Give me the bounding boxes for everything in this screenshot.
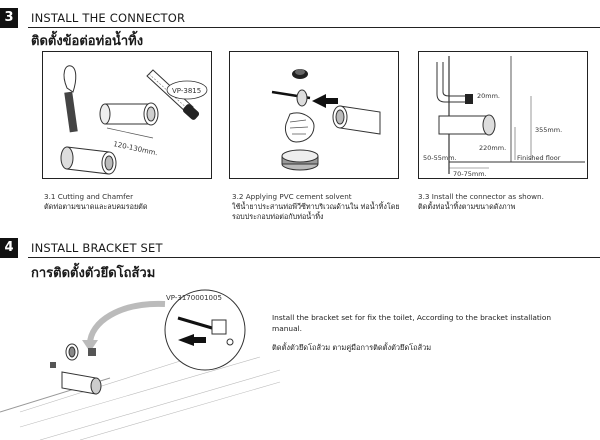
dim-50-label: 50-55mm. [423,154,457,162]
part-label: VP-3170001005 [166,294,222,302]
step-caption-install: 3.3 Install the connector as shown. ติดต… [418,192,598,212]
cement-illustration [271,69,381,171]
pipe-icon [332,105,381,135]
detail-circle [164,289,246,371]
brush-icon [271,89,311,107]
dim-220-label: 220mm. [479,144,506,152]
step-caption-cutting: 3.1 Cutting and Chamfer ตัดท่อตามขนาดและ… [44,192,224,212]
caption-thai: ตัดท่อตามขนาดและลบคมรอยตัด [44,202,148,211]
cutting-illustration: 120-130mm. VP-3815 [60,65,208,175]
install-illustration: 20mm. 355mm. 220mm. 50-55mm. Finished fl… [423,56,585,178]
caption-en: 3.1 Cutting and Chamfer [44,192,134,201]
dim-20-label: 20mm. [477,92,500,100]
dim-70-label: 70-75mm. [453,170,487,178]
step-caption-cement: 3.2 Applying PVC cement solvent ใช้น้ำยา… [232,192,412,222]
section-header-connector: 3 INSTALL THE CONNECTOR [0,8,600,30]
part-label: VP-3815 [172,87,201,95]
floor-label: Finished floor [517,154,561,162]
cut-pipe-icon [60,146,117,175]
pipe-icon [61,343,102,395]
bracket-icon [88,348,96,356]
step-panel-cutting: 120-130mm. VP-3815 [42,51,212,179]
section-title: INSTALL BRACKET SET [31,241,163,255]
caption-thai: ติดตั้งท่อน้ำทิ้งตามขนาดดังภาพ [418,202,516,211]
caption-en: 3.3 Install the connector as shown. [418,192,544,201]
cap-icon [292,69,308,79]
length-label: 120-130mm. [113,140,159,157]
section-divider [28,27,600,28]
description-en: Install the bracket set for fix the toil… [272,313,552,333]
caption-en: 3.2 Applying PVC cement solvent [232,192,352,201]
step-panel-install: 20mm. 355mm. 220mm. 50-55mm. Finished fl… [418,51,588,179]
bracket-description: Install the bracket set for fix the toil… [272,312,572,353]
section-divider [28,257,600,258]
section-number: 4 [0,238,18,258]
solvent-can-icon [281,149,319,171]
bracket-icon [50,362,56,368]
section-number: 3 [0,8,18,28]
hand-icon [285,112,315,143]
section-title-thai: การติดตั้งตัวยึดโถส้วม [31,266,156,281]
section-header-bracket: 4 INSTALL BRACKET SET [0,238,600,260]
file-tool-icon [63,65,78,133]
section-title-thai: ติดตั้งข้อต่อท่อน้ำทิ้ง [31,34,144,49]
description-thai: ติดตั้งตัวยึดโถส้วม ตามคู่มือการติดตั้งต… [272,343,432,352]
part-callout [166,80,208,100]
step-panel-cement [229,51,399,179]
pipe-icon [99,102,159,126]
arrow-left-icon [312,94,338,108]
caption-thai: ใช้น้ำยาประสานท่อพีวีซีทาบริเวณด้านใน ท่… [232,202,400,221]
section-title: INSTALL THE CONNECTOR [31,11,186,25]
bracket-detail-icon [177,316,234,346]
curved-arrow-icon [87,300,166,345]
bracket-illustration: VP-3170001005 [0,289,281,440]
dim-355-label: 355mm. [535,126,562,134]
